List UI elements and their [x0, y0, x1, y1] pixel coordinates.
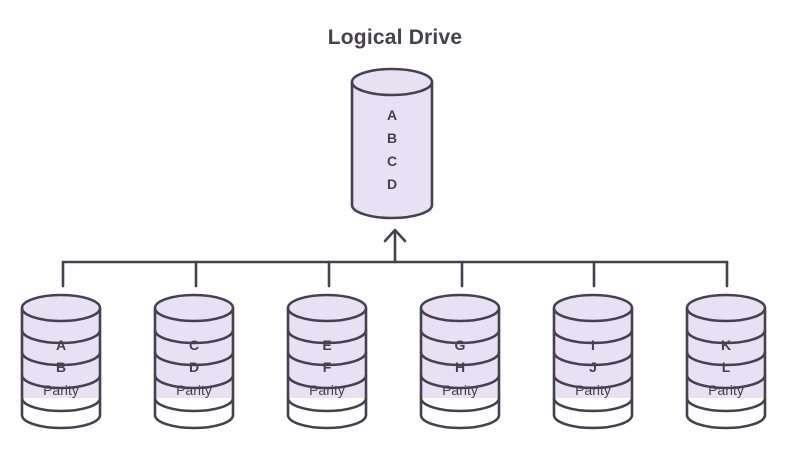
disk-stripe-line — [20, 351, 102, 367]
disk-base — [20, 398, 102, 430]
block-label: F — [323, 359, 332, 375]
block-label: D — [189, 359, 199, 375]
block-label: E — [322, 337, 331, 353]
logical-drive-top — [350, 67, 434, 97]
logical-drive-label: B — [387, 130, 397, 146]
disk-top — [286, 293, 368, 323]
disk-base — [552, 398, 634, 430]
disk-top — [552, 293, 634, 323]
disk-base — [153, 398, 235, 430]
block-label: I — [591, 337, 595, 353]
disk-stripe-line — [153, 374, 235, 390]
disk-stripe-line — [153, 397, 235, 413]
block-label: G — [455, 337, 466, 353]
block-label: H — [455, 359, 465, 375]
disk-stripe-line — [552, 397, 634, 413]
disk-stripe-line — [685, 397, 767, 413]
arrow-head — [383, 228, 407, 243]
parity-label: Parity — [442, 382, 478, 398]
disk-stripe-line — [286, 351, 368, 367]
logical-drive-label: D — [387, 176, 397, 192]
disk-stripe-line — [685, 351, 767, 367]
disk-stripe-line — [153, 351, 235, 367]
disk-stripe-line — [286, 329, 368, 345]
disk-top — [419, 293, 501, 323]
disk-stripe-line — [20, 374, 102, 390]
block-label: C — [189, 337, 199, 353]
disk-6 — [685, 293, 767, 430]
parity-label: Parity — [43, 382, 79, 398]
disk-stripe-line — [286, 397, 368, 413]
disk-top — [20, 293, 102, 323]
block-label: A — [56, 337, 66, 353]
logical-drive-label: A — [387, 107, 397, 123]
disk-stripe-line — [685, 329, 767, 345]
parity-label: Parity — [575, 382, 611, 398]
disk-stripe-line — [419, 397, 501, 413]
disk-top — [153, 293, 235, 323]
disk-stripe-line — [552, 374, 634, 390]
disk-top — [685, 293, 767, 323]
logical-drive-body — [350, 82, 434, 220]
block-label: L — [722, 359, 731, 375]
block-label: K — [721, 337, 731, 353]
disk-base — [419, 398, 501, 430]
disk-stripe-line — [419, 351, 501, 367]
disk-4 — [419, 293, 501, 430]
disk-stripe-line — [552, 351, 634, 367]
logical-drive-label: C — [387, 153, 397, 169]
logical-drive-cylinder — [350, 67, 434, 220]
parity-label: Parity — [708, 382, 744, 398]
disk-stripe-line — [20, 329, 102, 345]
diagram-title: Logical Drive — [327, 26, 463, 49]
parity-label: Parity — [176, 382, 212, 398]
disk-stripe-line — [552, 329, 634, 345]
disk-3 — [286, 293, 368, 430]
disk-stripe-line — [153, 329, 235, 345]
disk-stripe-line — [419, 374, 501, 390]
disk-stripe-line — [419, 329, 501, 345]
disk-base — [286, 398, 368, 430]
block-label: J — [589, 359, 597, 375]
disk-2 — [153, 293, 235, 430]
disk-stripe-line — [685, 374, 767, 390]
block-label: B — [56, 359, 66, 375]
disk-5 — [552, 293, 634, 430]
disk-1 — [20, 293, 102, 430]
parity-label: Parity — [309, 382, 345, 398]
disk-stripe-line — [20, 397, 102, 413]
disk-stripe-line — [286, 374, 368, 390]
disk-base — [685, 398, 767, 430]
